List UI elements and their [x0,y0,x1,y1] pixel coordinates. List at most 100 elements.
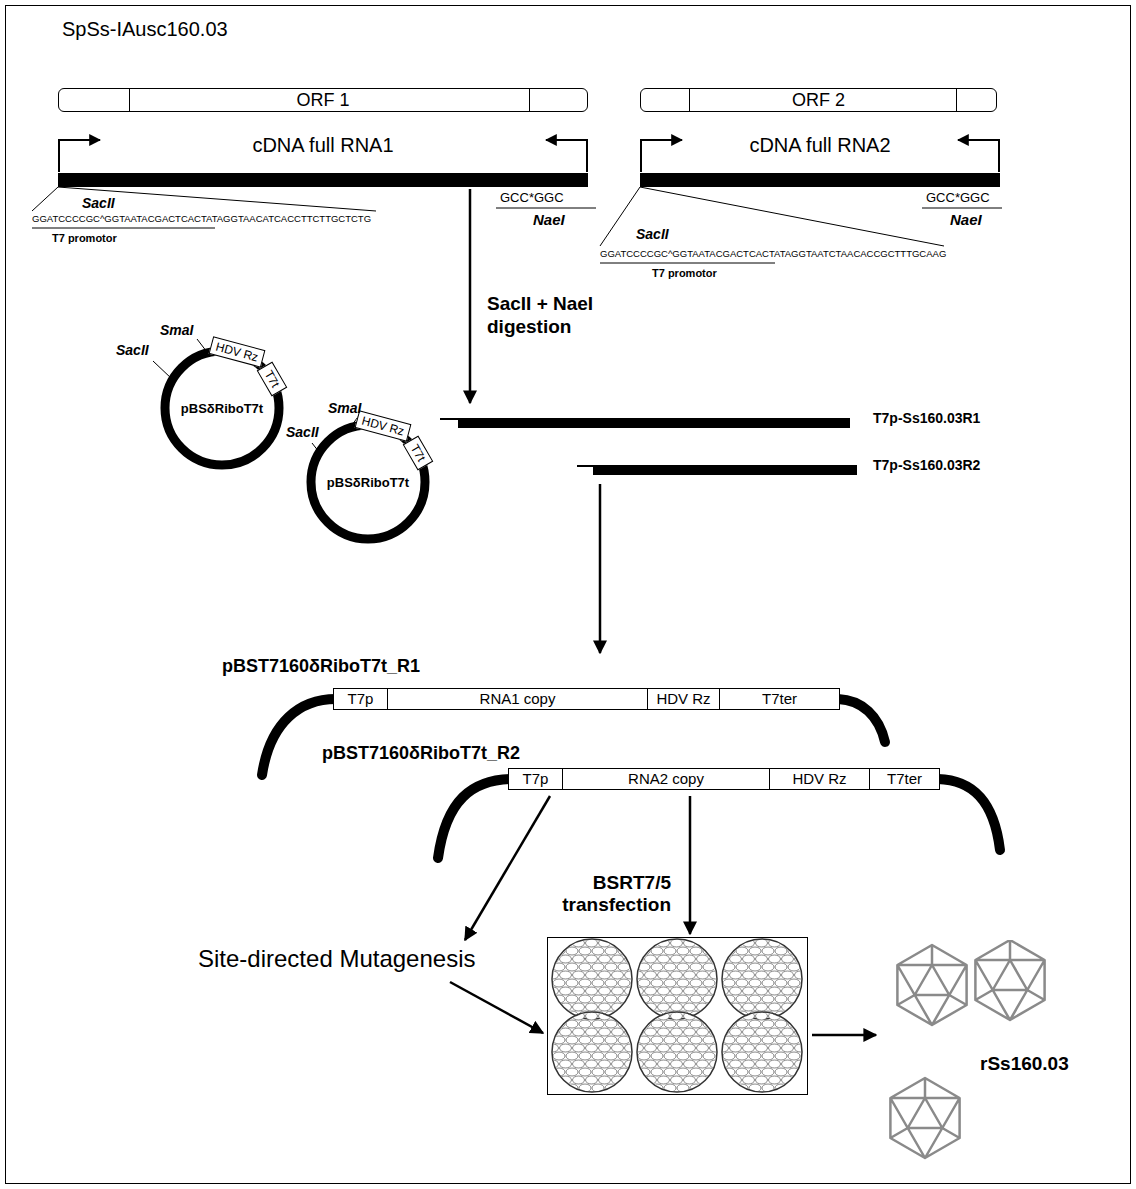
cell-symbol [743,955,755,963]
orf-box: ORF 1 [58,88,588,112]
node-label: rSs160.03 [980,1053,1069,1075]
cell-symbol [723,1084,735,1092]
cell-symbol [690,1052,702,1060]
cell-symbol [756,1076,768,1084]
cell-symbol [645,971,657,979]
cell-symbol [592,1004,604,1012]
cell-symbol [586,971,598,979]
flow-arrow [812,1034,876,1037]
cell-symbol [710,947,722,955]
cell-symbol [762,1052,774,1060]
cell-symbol [632,1019,644,1027]
cell-symbol [730,987,742,995]
cell-symbol [684,1076,696,1084]
cell-symbol [736,1020,748,1028]
cell-symbol [743,1044,755,1052]
annotation-label: SacII [82,195,115,211]
edge-label: SacII + NaeI digestion [487,292,627,338]
cell-symbol [730,1060,742,1068]
cell-symbol [645,1044,657,1052]
cell-symbol [749,995,761,1003]
cell-symbol [579,1036,591,1044]
cell-symbol [782,987,794,995]
cell-symbol [717,1012,729,1020]
cell-symbol [651,938,663,939]
cell-symbol [658,1028,670,1036]
flow-arrow [469,189,472,403]
cell-symbol [775,963,787,971]
cell-symbol [762,1020,774,1028]
cell-symbol [548,1011,552,1019]
cell-symbol [586,955,598,963]
culture-wells [548,938,806,1093]
cell-symbol [618,979,630,987]
cell-symbol [795,1003,807,1011]
annotation-label: NaeI [950,211,982,228]
cell-symbol [756,1012,768,1020]
cell-layer [625,938,728,1027]
cell-symbol [788,1084,800,1092]
cell-symbol [625,1019,637,1027]
cell-symbol [573,1003,585,1011]
cell-symbol [566,1036,578,1044]
cell-symbol [664,1052,676,1060]
cell-symbol [788,963,800,971]
cell-symbol [769,1003,781,1011]
construct-segment: HDV Rz [648,688,720,710]
cell-symbol [625,1020,637,1028]
cell-symbol [782,1028,794,1036]
cell-symbol [560,955,572,963]
cell-symbol [658,1092,670,1093]
cell-symbol [592,1036,604,1044]
node-label: HDV Rz [792,770,846,788]
cell-symbol [625,995,637,1003]
cell-symbol [560,971,572,979]
cell-symbol [703,979,715,987]
cell-symbol [710,938,722,939]
leader-lines [32,187,1002,452]
cell-symbol [736,979,748,987]
cell-symbol [716,1004,728,1012]
cell-symbol [775,1052,787,1060]
cell-symbol [717,1076,729,1084]
cell-symbol [782,1092,794,1093]
node-label: T7ter [762,690,797,708]
cell-symbol [782,1060,794,1068]
cell-symbol [690,1068,702,1076]
cell-symbol [586,1012,598,1020]
cell-symbol [605,1052,617,1060]
cell-symbol [743,971,755,979]
cell-symbol [690,1036,702,1044]
cell-symbol [579,1068,591,1076]
icosahedron-outline [890,1078,959,1158]
cell-symbol [651,1068,663,1076]
cell-symbol [618,963,630,971]
cell-symbol [697,1060,709,1068]
orf-boundary [129,89,130,111]
cell-symbol [560,1044,572,1052]
cell-symbol [801,1004,806,1012]
cell-symbol [658,1060,670,1068]
icosahedron-symbol [975,940,1044,1020]
cell-symbol [684,1028,696,1036]
cell-symbol [599,987,611,995]
cell-symbol [801,1020,806,1028]
cell-symbol [566,995,578,1003]
cell-symbol [795,1092,807,1093]
cell-symbol [775,979,787,987]
cell-symbol [782,955,794,963]
cell-symbol [730,1092,742,1093]
cell-symbol [566,963,578,971]
cell-symbol [579,963,591,971]
cell-symbol [625,1084,637,1092]
icosahedron-outline [897,945,966,1025]
cell-symbol [586,939,598,947]
cell-symbol [697,1092,709,1093]
cell-symbol [769,987,781,995]
cell-symbol [612,1092,624,1093]
cell-symbol [548,1012,559,1020]
cell-symbol [592,1068,604,1076]
construct-segment: RNA1 copy [388,688,648,710]
plasmid-element-box: T7t [257,362,288,397]
cell-symbol [612,955,624,963]
